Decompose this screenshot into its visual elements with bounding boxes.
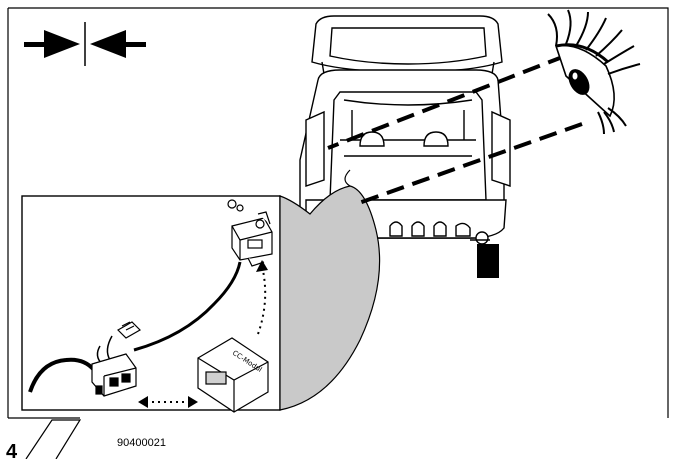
- page-corner-tab: [25, 419, 82, 459]
- dotted-link-module: [257, 265, 267, 335]
- zoom-wedge-top: [344, 169, 351, 187]
- dotted-arrowhead-right: [188, 396, 198, 408]
- inward-arrows-icon: [24, 22, 146, 66]
- eye-icon: [547, 9, 641, 135]
- small-plug: [117, 321, 141, 339]
- page-frame: [7, 7, 669, 419]
- zoom-wedge: [279, 185, 381, 411]
- towbar-post: [477, 244, 499, 278]
- sight-lines: [327, 54, 583, 206]
- dotted-arrowhead-left: [138, 396, 148, 408]
- wiring: [28, 261, 242, 393]
- control-unit: [227, 199, 273, 267]
- dotted-link-arrowhead: [256, 260, 268, 272]
- cc-module: CC-Modul: [197, 337, 269, 413]
- page-number: 4: [6, 441, 18, 463]
- document-number: 90400021: [117, 437, 166, 449]
- harness-plug: [91, 353, 137, 397]
